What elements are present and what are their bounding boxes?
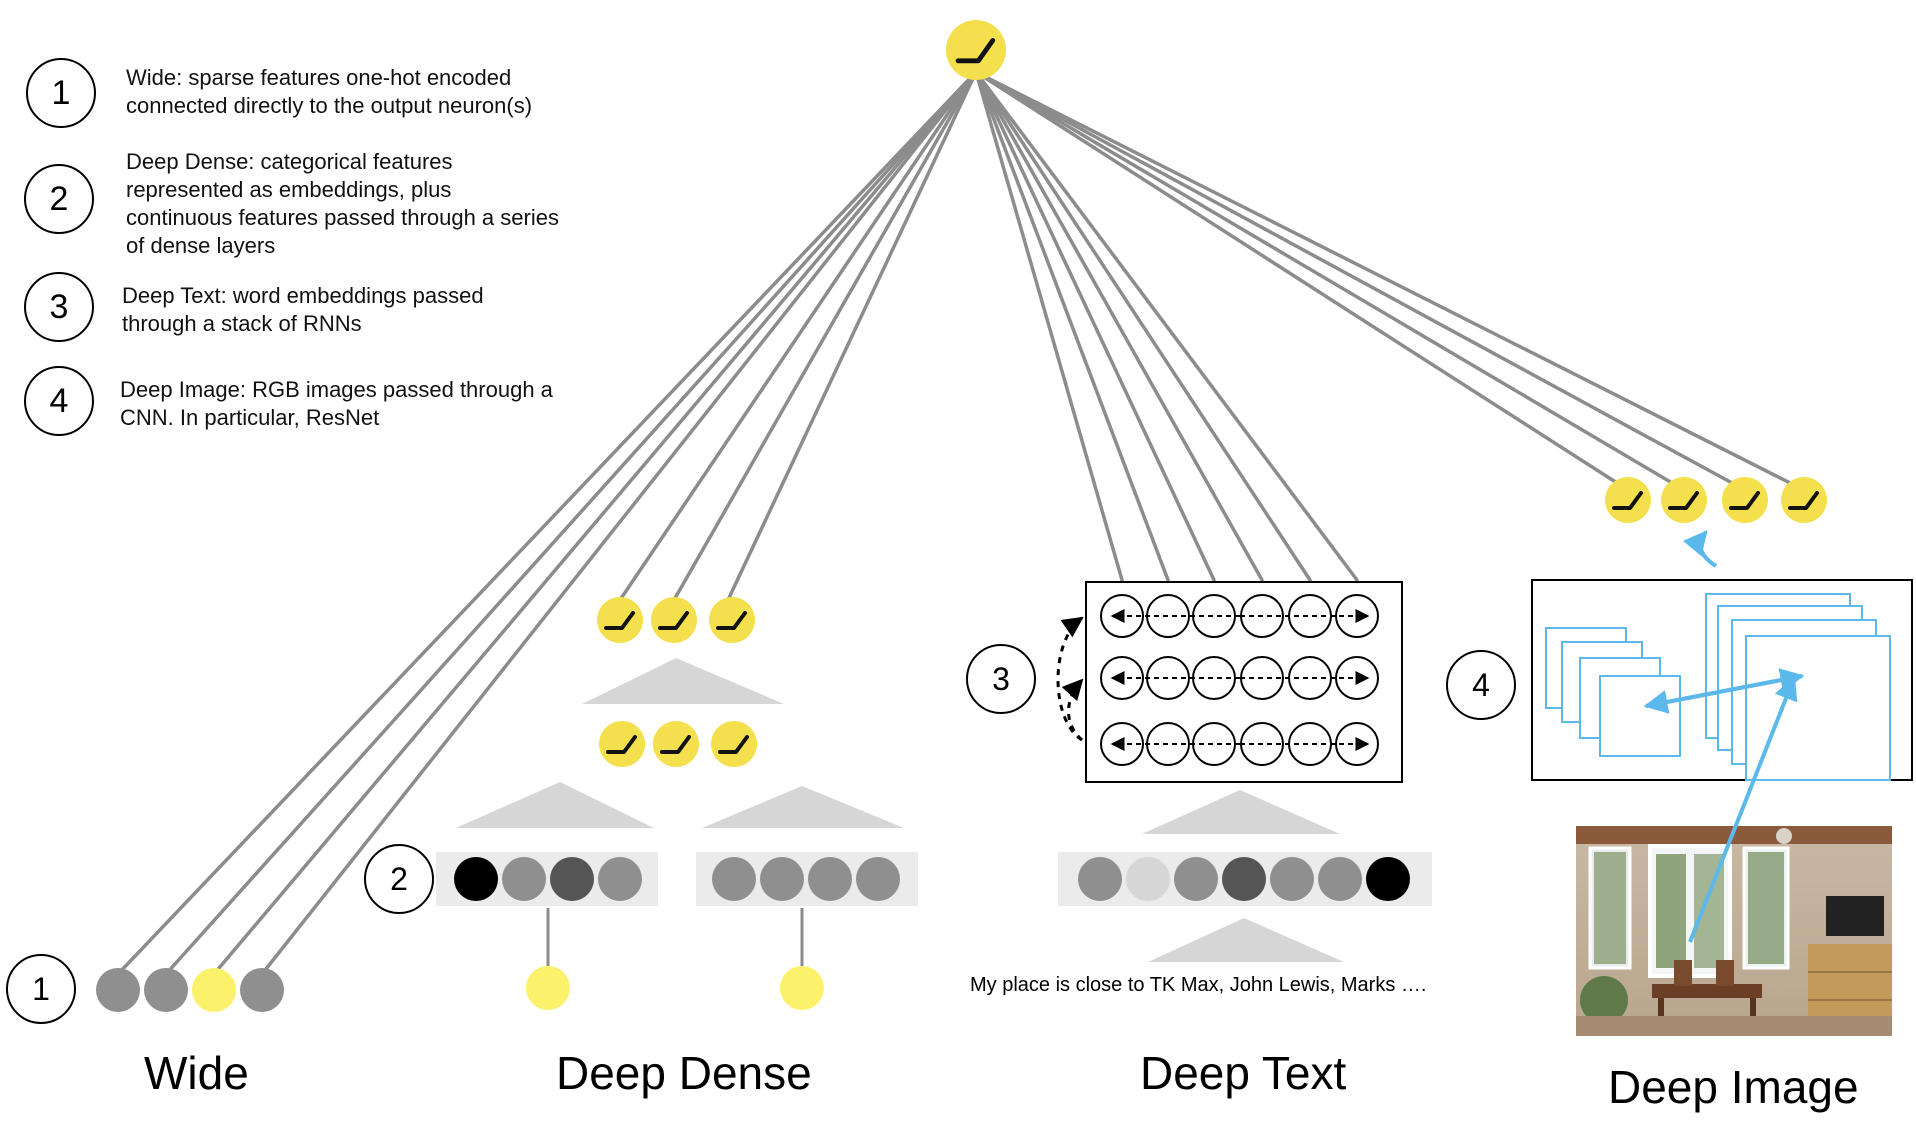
- deep-dense-number-bubble: 2: [364, 844, 434, 914]
- legend-number: 4: [24, 366, 94, 436]
- word-embedding: [1058, 852, 1432, 906]
- continuous-features: [696, 852, 918, 906]
- dining-room-photo: [1576, 826, 1892, 1036]
- categorical-input-node: [526, 966, 570, 1010]
- relu-neuron-icon: [1779, 475, 1829, 525]
- relu-neuron-icon: [709, 719, 759, 769]
- deep-image-number-bubble: 4: [1446, 650, 1516, 720]
- deep-dense-title: Deep Dense: [556, 1047, 812, 1099]
- wide-feature-node: [144, 968, 188, 1012]
- legend-number: 1: [26, 58, 96, 128]
- legend-item-wide: 1 Wide: sparse features one-hot encoded …: [0, 58, 640, 138]
- output-neuron-icon: [946, 19, 1006, 80]
- relu-neuron-icon: [1659, 475, 1709, 525]
- wide-feature-node: [240, 968, 284, 1012]
- legend-item-deep-image: 4 Deep Image: RGB images passed through …: [0, 366, 640, 446]
- cnn-output-neurons: [1603, 475, 1829, 525]
- relu-neuron-icon: [1603, 475, 1653, 525]
- text-input-sentence: My place is close to TK Max, John Lewis,…: [970, 974, 1427, 996]
- legend-number: 3: [24, 272, 94, 342]
- categorical-embedding: [436, 852, 658, 906]
- deep-image-title: Deep Image: [1608, 1061, 1859, 1113]
- legend-text: Deep Image: RGB images passed through a …: [120, 377, 553, 430]
- cnn-output-arrow: [1682, 530, 1718, 568]
- wide-feature-node: [96, 968, 140, 1012]
- legend-number: 2: [24, 164, 94, 234]
- deep-dense-top-layer: [595, 595, 757, 645]
- dense-layer-triangle: [582, 658, 784, 704]
- wide-number-bubble: 1: [6, 954, 76, 1024]
- continuous-input-node: [780, 966, 824, 1010]
- wide-feature-node-active: [192, 968, 236, 1012]
- legend-text: Deep Text: word embeddings passed throug…: [122, 283, 484, 336]
- wide-features: [96, 968, 284, 1012]
- dense-layer-triangle: [702, 786, 904, 828]
- rnn-stack-arrow: [1056, 616, 1084, 742]
- relu-neuron-icon: [597, 719, 647, 769]
- legend-text: Wide: sparse features one-hot encoded co…: [126, 65, 533, 118]
- rnn-stack-arrow: [1061, 678, 1084, 742]
- deep-dense-hidden-layer: [597, 719, 759, 769]
- deep-text-number-bubble: 3: [966, 644, 1036, 714]
- text-layer-triangle: [1142, 790, 1340, 834]
- relu-neuron-icon: [649, 595, 699, 645]
- rnn-stack: [1100, 594, 1379, 766]
- relu-neuron-icon: [595, 595, 645, 645]
- output-connections: [116, 70, 1806, 976]
- deep-text-title: Deep Text: [1140, 1047, 1347, 1099]
- relu-neuron-icon: [707, 595, 757, 645]
- legend-text: Deep Dense: categorical features represe…: [126, 149, 559, 258]
- relu-neuron-icon: [1720, 475, 1770, 525]
- text-layer-triangle: [1148, 918, 1344, 962]
- relu-neuron-icon: [651, 719, 701, 769]
- legend-item-deep-dense: 2 Deep Dense: categorical features repre…: [0, 149, 640, 258]
- dense-layer-triangle: [456, 782, 654, 828]
- image-to-cnn-arrow: [1688, 675, 1798, 943]
- wide-title: Wide: [144, 1047, 249, 1099]
- legend-item-deep-text: 3 Deep Text: word embeddings passed thro…: [0, 272, 640, 352]
